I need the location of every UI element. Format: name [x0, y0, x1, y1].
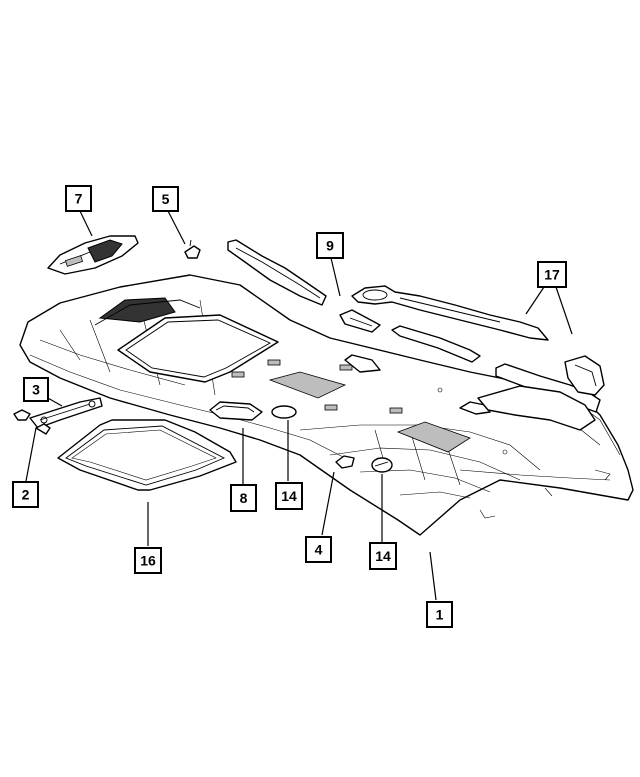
callout-16: 16	[134, 547, 162, 574]
callout-14b-label: 14	[375, 548, 391, 564]
callout-2-label: 2	[22, 487, 30, 503]
callout-17-label: 17	[544, 267, 560, 283]
callout-4-label: 4	[315, 542, 323, 558]
callout-1-label: 1	[436, 607, 444, 623]
leader-4	[321, 471, 335, 536]
clip-part-5	[184, 239, 201, 259]
leader-5	[167, 210, 186, 245]
callout-14b: 14	[369, 542, 397, 570]
leader-7	[79, 210, 93, 237]
callout-2: 2	[12, 481, 39, 508]
callout-4: 4	[305, 536, 332, 563]
leader-9	[330, 257, 341, 297]
callout-14a-label: 14	[281, 488, 297, 504]
leader-1	[429, 551, 437, 601]
callout-16-label: 16	[140, 553, 156, 569]
bracket-part-3	[29, 397, 103, 429]
callout-3-label: 3	[32, 382, 40, 398]
rear-trim-part-17	[391, 325, 605, 431]
callout-3: 3	[23, 377, 49, 402]
callout-14a: 14	[275, 482, 303, 510]
trim-strip-upper	[227, 239, 327, 306]
wire-harness-part-9	[351, 285, 549, 341]
callout-9-label: 9	[326, 238, 334, 254]
leader-17a	[525, 286, 545, 315]
callout-9: 9	[316, 232, 344, 259]
callout-7: 7	[65, 185, 92, 212]
callout-7-label: 7	[75, 191, 83, 207]
clip-part-2	[13, 409, 51, 435]
callout-8-label: 8	[240, 490, 248, 506]
headliner-panel	[19, 274, 634, 536]
callout-5: 5	[152, 186, 179, 212]
callout-1: 1	[426, 601, 453, 628]
callout-5-label: 5	[162, 191, 170, 207]
bracket-mid	[339, 309, 381, 333]
callout-17: 17	[537, 261, 567, 288]
callout-8: 8	[230, 484, 257, 512]
leader-17b	[555, 286, 573, 335]
sunroof-frame-part-16	[57, 419, 237, 491]
leader-2	[25, 427, 37, 482]
overhead-console-part	[47, 235, 139, 275]
